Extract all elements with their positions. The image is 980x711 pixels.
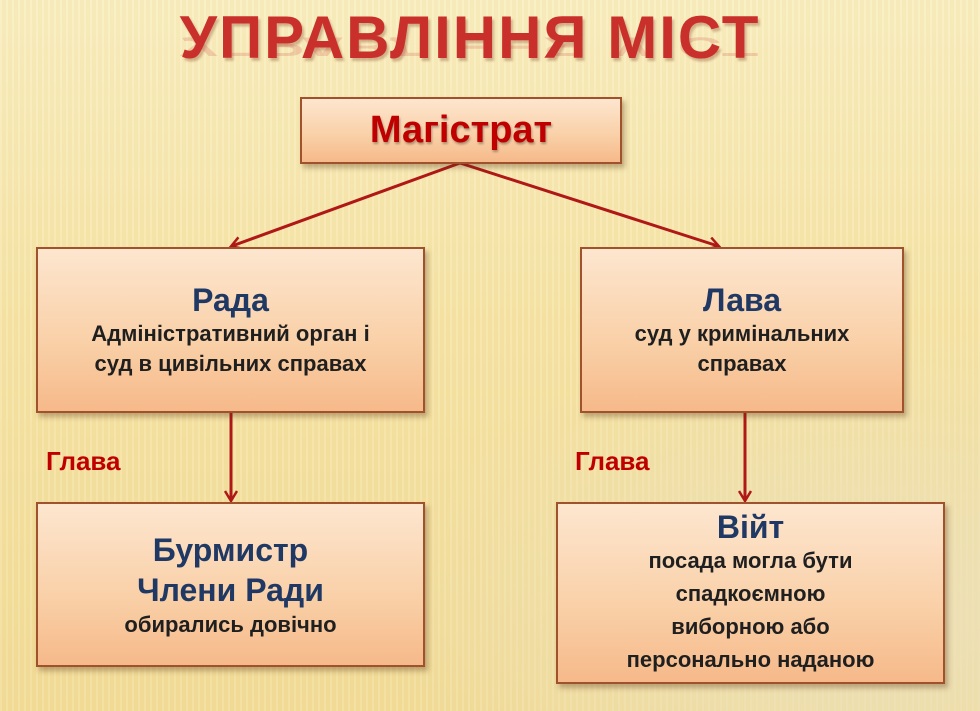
viyt-desc-line3: виборною або [671,614,830,639]
magistrat-box: Магістрат [300,97,622,164]
right-connector-label: Глава [575,446,650,476]
left-connector-label: Глава [46,446,121,476]
burmistr-title: Бурмистр [152,531,309,568]
rada-box: Рада Адміністративний орган і суд в циві… [36,247,425,413]
arrow-magistrat-to-rada [232,161,461,246]
viyt-desc-line2: спадкоємною [675,581,826,606]
rada-desc-line1: Адміністративний орган і [91,321,370,346]
arrow-magistrat-to-lava [459,161,718,246]
council-members-title: Члени Ради [137,571,324,608]
lava-desc-line1: суд у кримінальних [634,321,850,346]
lava-box: Лава суд у кримінальних справах [580,247,904,413]
lava-desc-line2: справах [697,351,787,376]
burmistr-term-text: обирались довічно [124,611,337,637]
viyt-title: Війт [716,509,785,545]
rada-desc-line2: суд в цивільних справах [94,351,367,376]
slide-title: УПРАВЛІННЯ МІСТ [179,4,761,71]
rada-title: Рада [192,282,269,318]
magistrat-label: Магістрат [369,109,553,151]
viyt-box: Війт посада могла бути спадкоємною вибор… [556,502,945,684]
viyt-desc-line4: персонально наданою [626,647,875,672]
burmistr-box: Бурмистр Члени Ради обирались довічно [36,502,425,667]
lava-title: Лава [702,282,782,318]
viyt-desc-line1: посада могла бути [648,548,853,573]
